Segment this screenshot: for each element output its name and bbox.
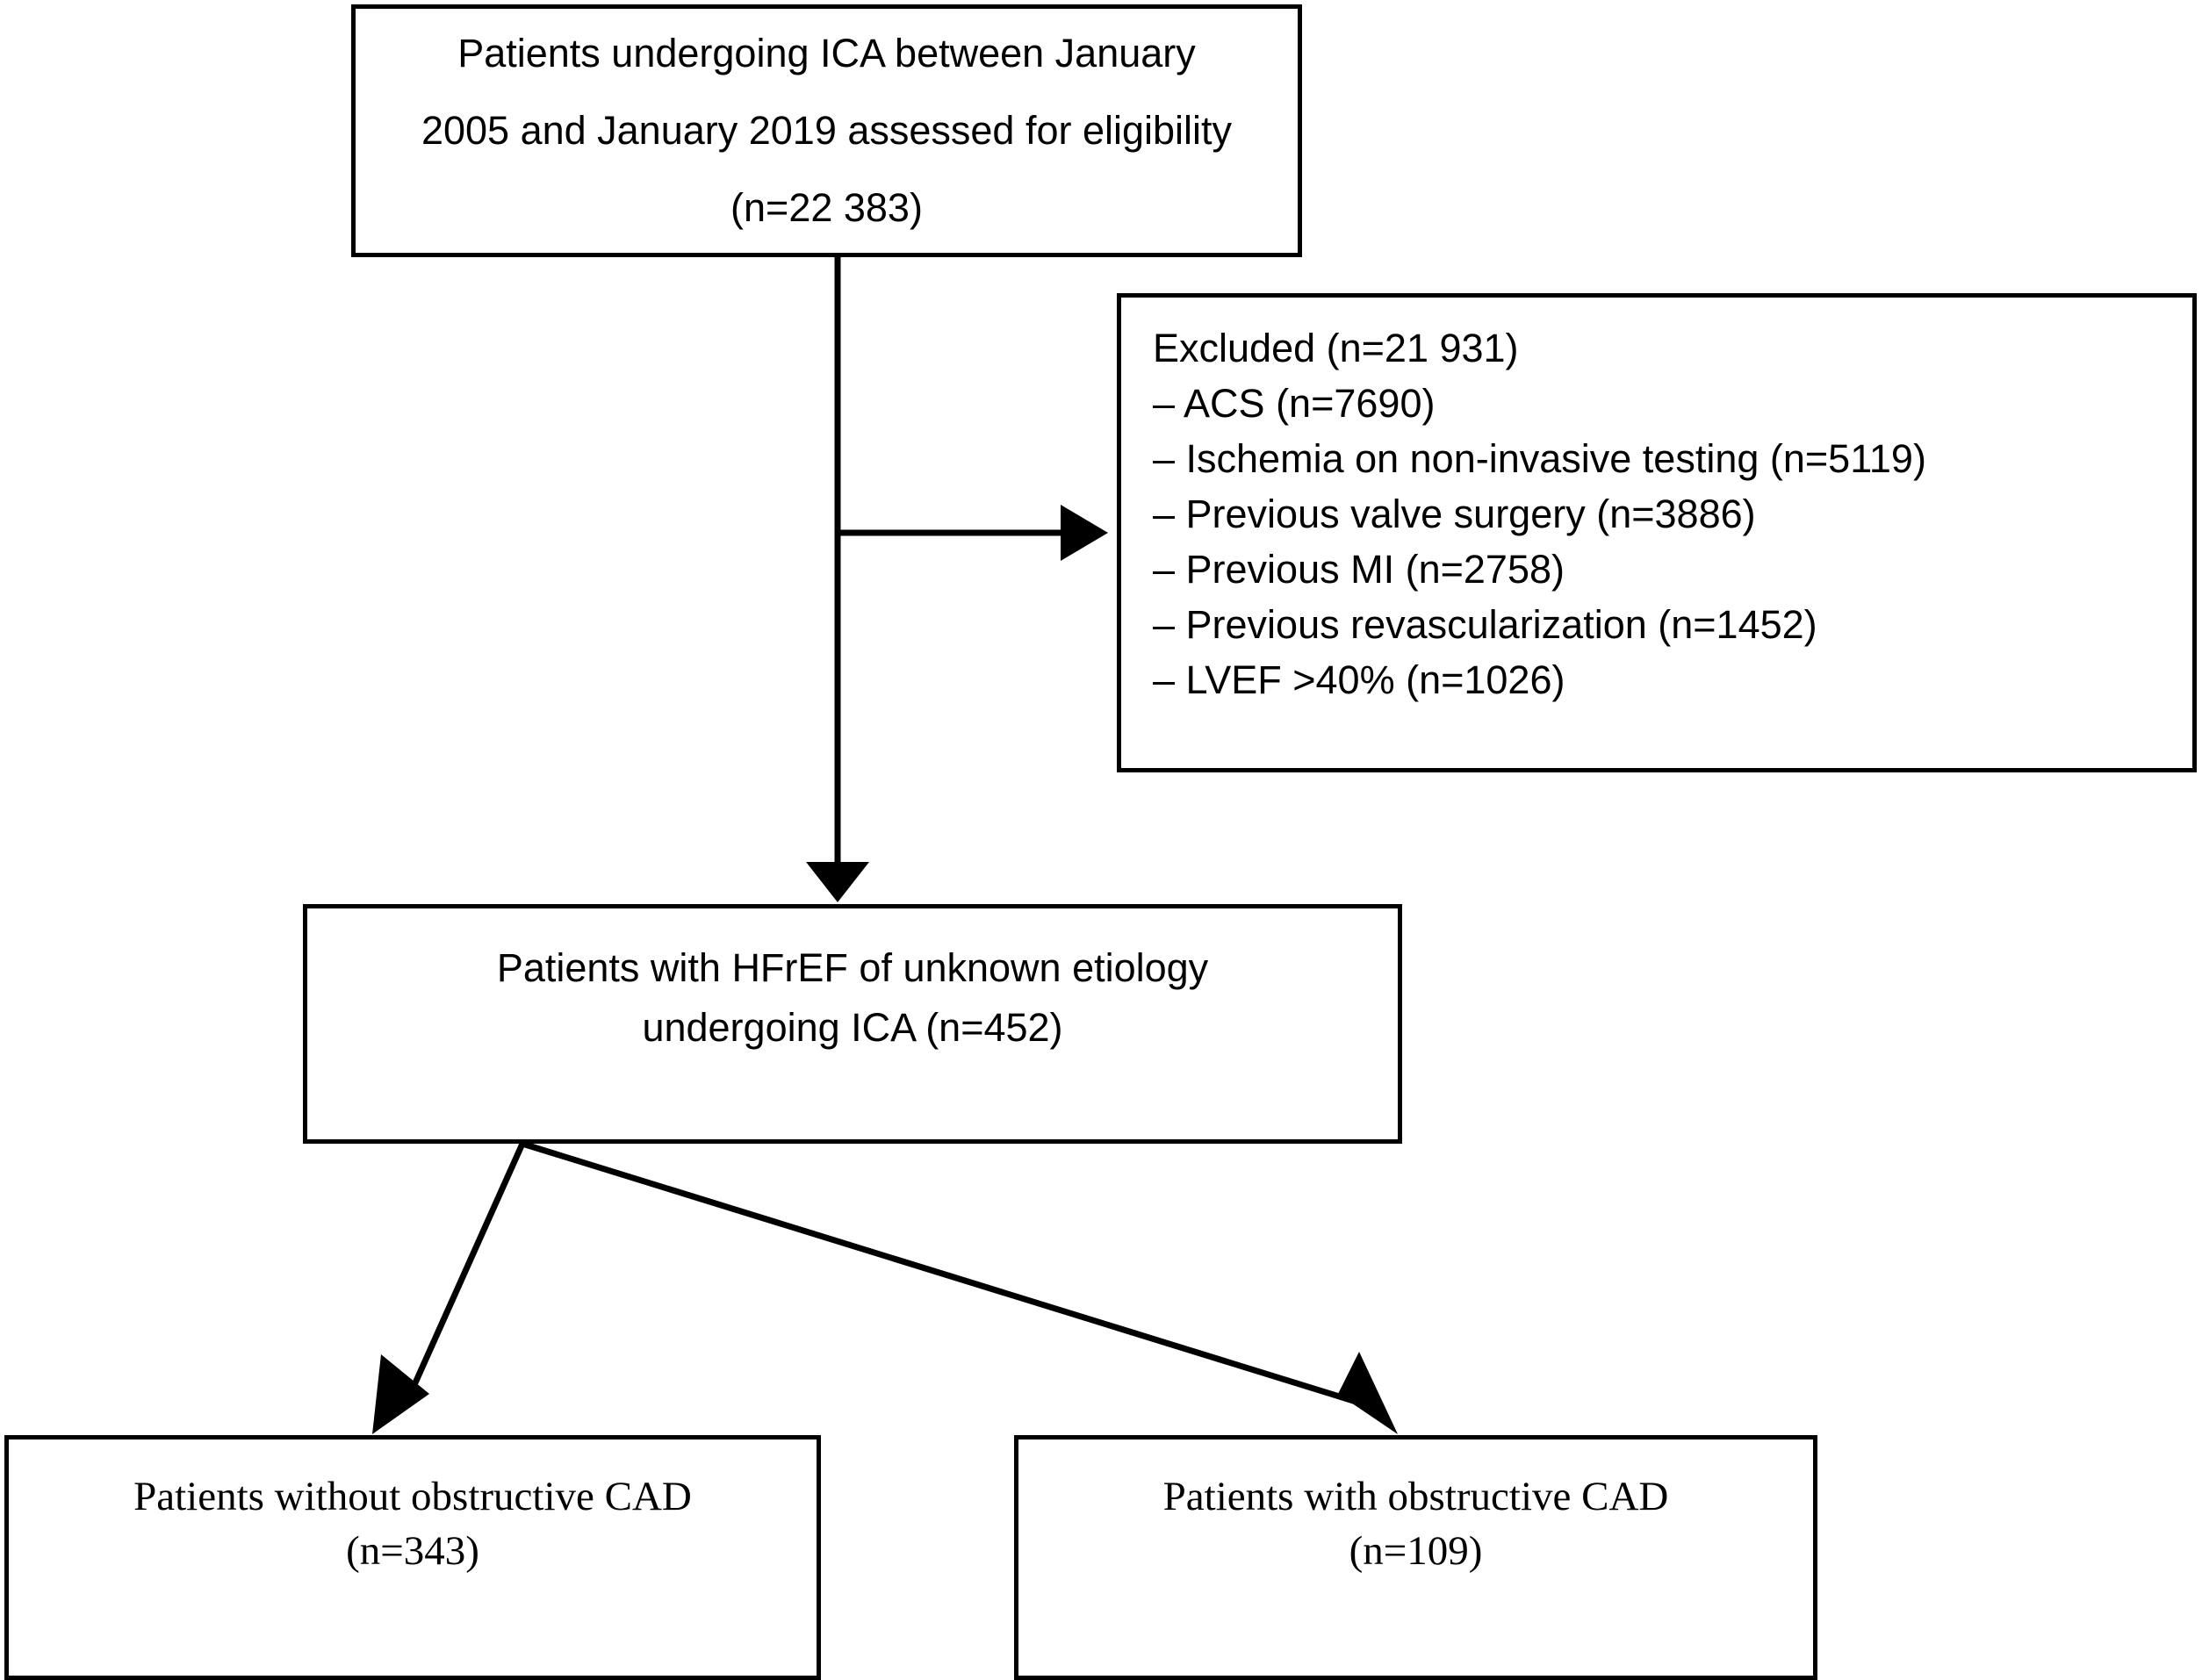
hfref-to-no-cad-arrow <box>372 1142 526 1434</box>
hfref-line-2: undergoing ICA (n=452) <box>642 1004 1063 1050</box>
hfref-line-1: Patients with HFrEF of unknown etiology <box>496 944 1209 990</box>
no-obstructive-cad-line-1: Patients without obstructive CAD <box>133 1473 692 1519</box>
eligibility-to-hfref-arrow <box>806 257 869 902</box>
excluded-item-lvef: – LVEF >40% (n=1026) <box>1153 657 1565 702</box>
eligibility-line-1: Patients undergoing ICA between January <box>457 31 1196 75</box>
hfref-box: Patients with HFrEF of unknown etiology … <box>303 904 1402 1144</box>
hfref-to-cad-arrow <box>521 1140 1398 1434</box>
excluded-box: Excluded (n=21 931) – ACS (n=7690) – Isc… <box>1117 293 2197 772</box>
eligibility-count: (n=22 383) <box>730 185 923 230</box>
obstructive-cad-box: Patients with obstructive CAD (n=109) <box>1014 1435 1817 1680</box>
no-obstructive-cad-count: (n=343) <box>346 1527 479 1574</box>
excluded-item-revascularization: – Previous revascularization (n=1452) <box>1153 602 1817 647</box>
excluded-item-previous-mi: – Previous MI (n=2758) <box>1153 547 1565 592</box>
eligibility-line-2: 2005 and January 2019 assessed for eligi… <box>421 108 1233 153</box>
eligibility-box: Patients undergoing ICA between January … <box>351 4 1302 257</box>
excluded-item-ischemia: – Ischemia on non-invasive testing (n=51… <box>1153 436 1926 481</box>
obstructive-cad-line-1: Patients with obstructive CAD <box>1162 1473 1669 1519</box>
excluded-heading: Excluded (n=21 931) <box>1153 326 1519 370</box>
no-obstructive-cad-box: Patients without obstructive CAD (n=343) <box>4 1435 821 1680</box>
eligibility-to-excluded-arrow <box>838 505 1108 561</box>
excluded-item-acs: – ACS (n=7690) <box>1153 381 1436 426</box>
obstructive-cad-count: (n=109) <box>1349 1527 1483 1574</box>
excluded-item-valve-surgery: – Previous valve surgery (n=3886) <box>1153 492 1756 536</box>
